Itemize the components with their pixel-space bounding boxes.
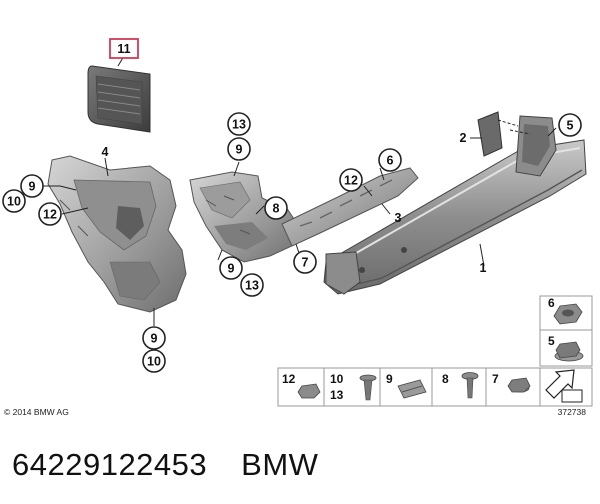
svg-text:7: 7 [302,256,309,270]
callout-6: 6 [378,148,402,172]
callout-8: 8 [264,196,288,220]
callout-13-top: 13 [227,112,251,136]
svg-text:8: 8 [273,202,280,216]
part-2-cover-plate [477,111,531,157]
svg-text:9: 9 [228,262,235,276]
part-4-left-bracket [47,155,187,313]
svg-text:6: 6 [387,154,394,168]
svg-text:10: 10 [147,355,161,369]
copyright-text: © 2014 BMW AG [4,407,69,417]
svg-text:9: 9 [151,332,158,346]
callout-7: 7 [293,250,317,274]
callout-5-top: 5 [558,113,582,137]
svg-text:9: 9 [236,143,243,157]
callout-9-left: 9 [20,174,44,198]
label-2: 2 [460,131,467,145]
hardware-label-6: 6 [548,296,555,310]
leader-3 [381,203,391,215]
hex-nut-6-icon [553,303,583,325]
callout-9-top: 9 [227,137,251,161]
diagram-number: 372738 [558,407,587,417]
nut-12-icon [297,383,321,399]
parts-diagram: 11 4 9 10 12 9 10 13 9 8 9 13 7 [2,38,593,417]
callout-9-bottom: 9 [142,326,166,350]
hardware-label-13: 13 [330,388,344,402]
leader-12a [61,207,89,215]
svg-text:13: 13 [245,279,259,293]
leader-4 [104,157,109,177]
leader-1 [479,243,485,267]
leader-8 [255,205,265,215]
svg-text:11: 11 [117,42,130,56]
callout-13-lower: 13 [240,273,264,297]
clip-nut-9-icon [397,379,427,399]
svg-text:12: 12 [43,208,57,222]
caption-bar: 64229122453 BMW [12,440,318,490]
leader-5 [547,127,557,137]
hardware-label-12: 12 [282,372,296,386]
callout-12-mid: 12 [339,168,363,192]
hardware-label-7: 7 [492,372,499,386]
part-1-bumper-beam [323,115,587,295]
leader-9-lower [217,249,223,261]
label-3: 3 [395,211,402,225]
part-middle-deflector [189,171,301,263]
hardware-strip: 12 10 13 9 8 7 [277,367,593,407]
svg-text:9: 9 [29,180,36,194]
callout-10-left: 10 [2,189,26,213]
label-1: 1 [480,261,487,275]
nut-7-icon [507,377,531,393]
hardware-label-5: 5 [548,334,555,348]
callout-11: 11 [109,38,139,59]
part-number: 64229122453 [12,447,208,482]
callout-9-lower: 9 [219,256,243,280]
leader-12b [363,185,373,197]
screw-8-icon [461,372,479,399]
label-4: 4 [102,145,109,159]
leader-9c [233,161,240,177]
arrow-symbol-icon [545,369,583,403]
svg-text:10: 10 [7,195,21,209]
leader-9a-b [59,185,77,191]
callout-12-left: 12 [38,202,62,226]
part-11-vent-grille [87,65,151,133]
flange-nut-5-icon [554,341,584,362]
hardware-label-8: 8 [442,372,449,386]
hardware-label-10: 10 [330,372,344,386]
svg-text:5: 5 [567,119,574,133]
brand-name: BMW [241,447,319,482]
svg-text:13: 13 [232,118,246,132]
svg-text:12: 12 [344,174,358,188]
leader-6 [379,167,385,181]
hardware-label-9: 9 [386,372,393,386]
clip-10-13-icon [359,374,377,401]
hardware-stack: 6 5 [539,295,593,367]
callout-10-bottom: 10 [142,349,166,373]
